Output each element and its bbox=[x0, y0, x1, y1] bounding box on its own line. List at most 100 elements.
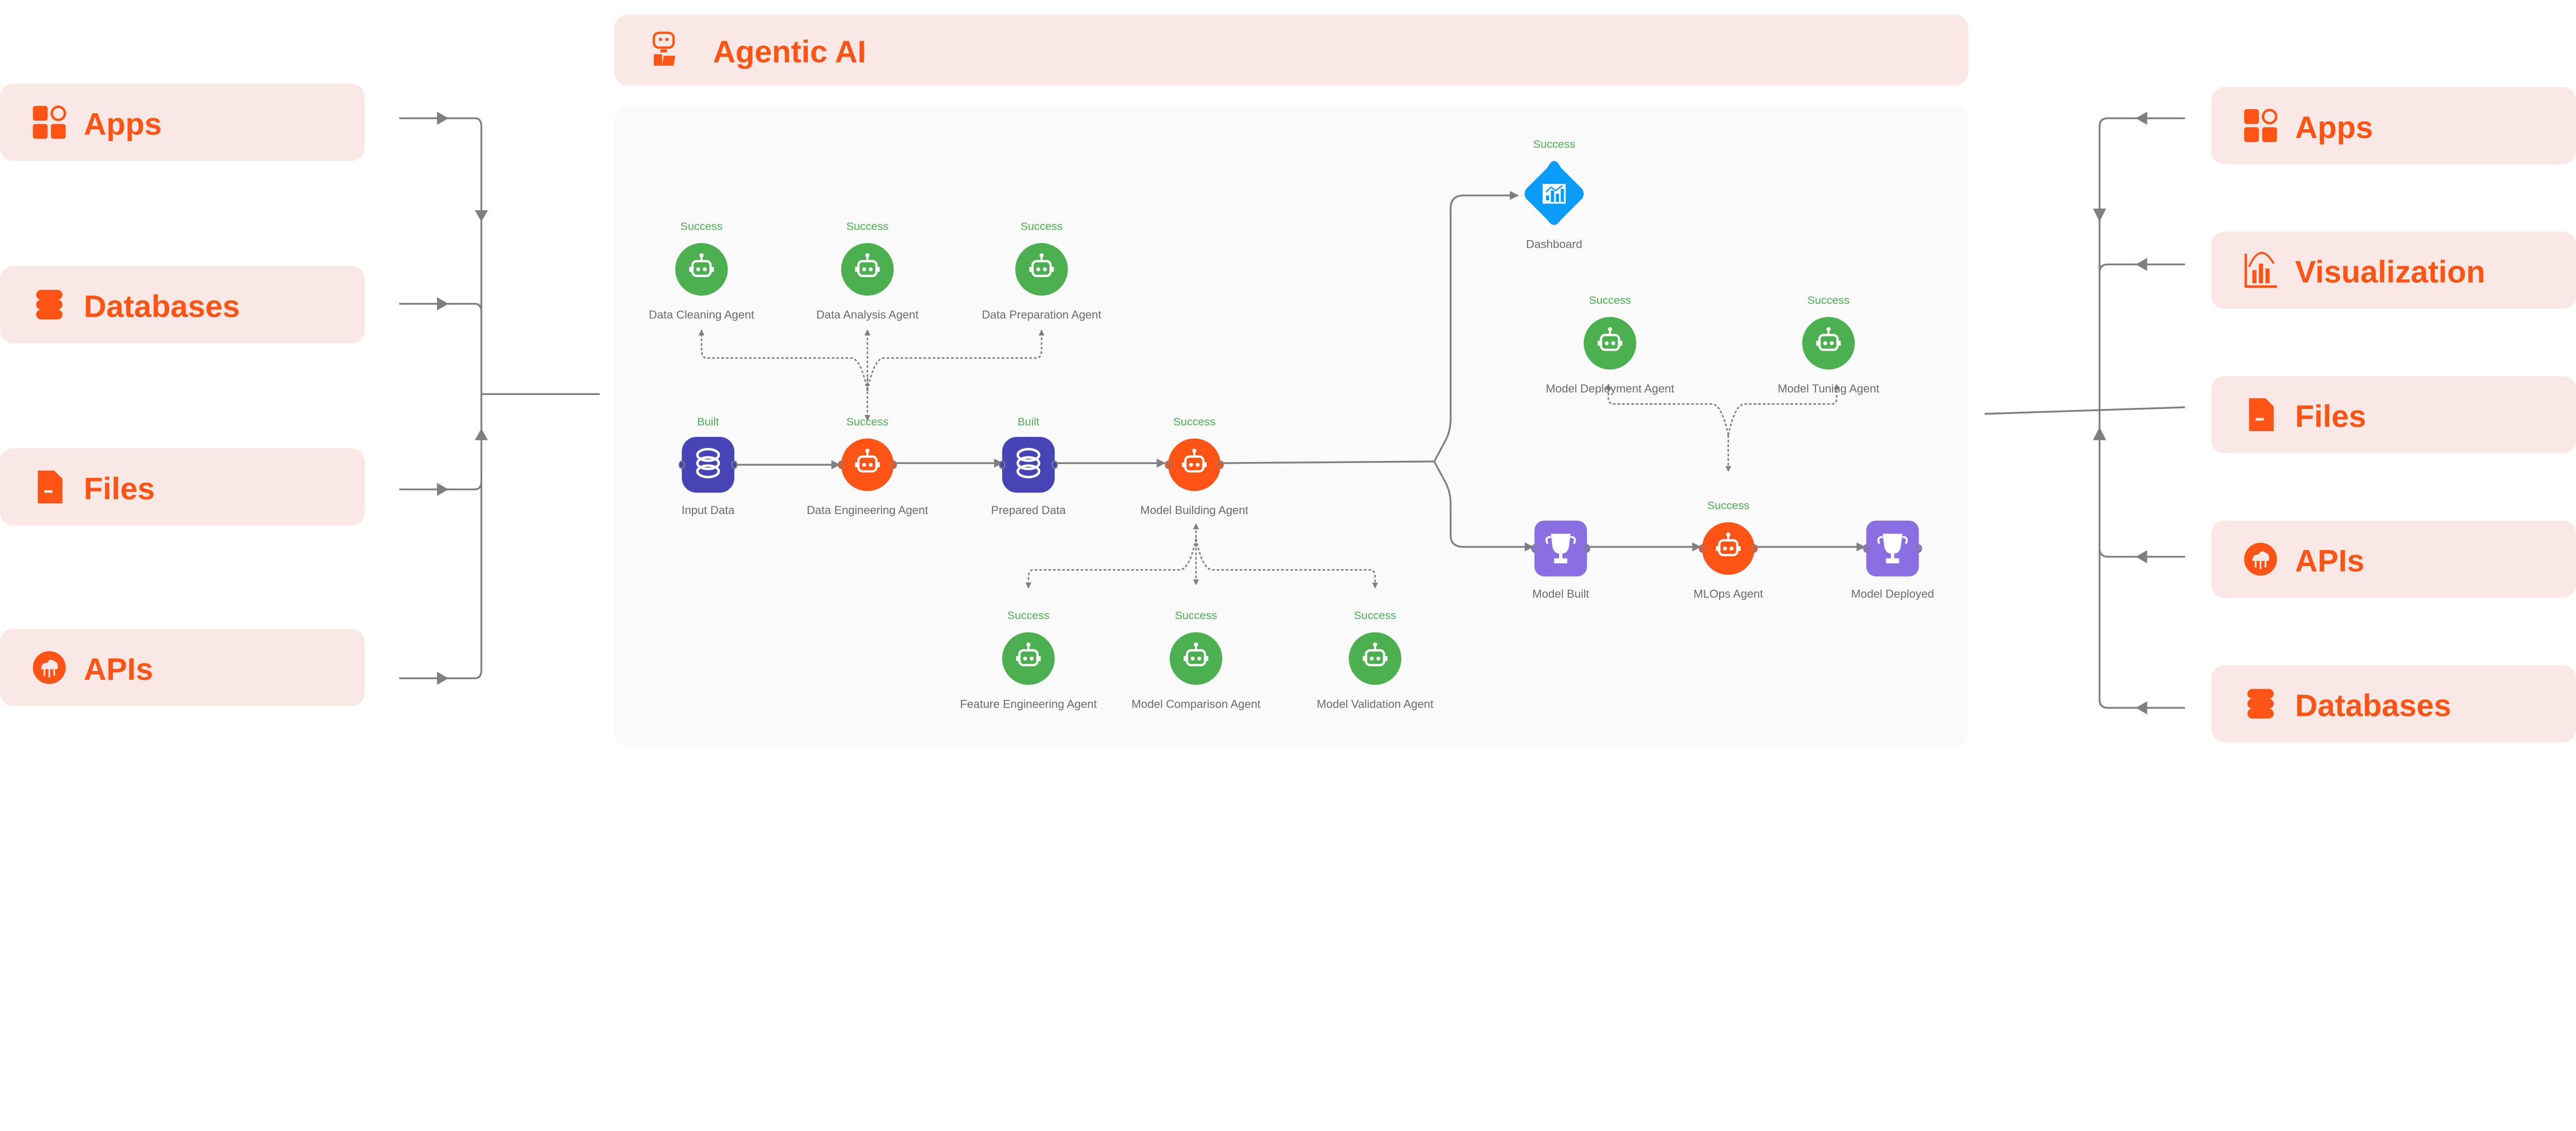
connection-port[interactable] bbox=[731, 460, 738, 469]
node-status: Built bbox=[697, 415, 719, 428]
robot-icon bbox=[1183, 642, 1209, 666]
right-box-files[interactable]: Files bbox=[2211, 376, 2576, 454]
box-label: APIs bbox=[84, 652, 154, 687]
node-status: Success bbox=[1589, 294, 1631, 306]
robot-icon bbox=[689, 253, 714, 277]
node-status: Success bbox=[1707, 499, 1750, 512]
box-label: Visualization bbox=[2295, 254, 2485, 289]
connection-port[interactable] bbox=[890, 460, 897, 469]
node-status: Success bbox=[1021, 219, 1063, 232]
connection-port[interactable] bbox=[1863, 544, 1870, 553]
node-label: Prepared Data bbox=[991, 504, 1066, 517]
connection-port[interactable] bbox=[1217, 460, 1224, 469]
node-status: Built bbox=[1018, 415, 1039, 428]
database-icon bbox=[2247, 689, 2274, 719]
left-box-apis[interactable]: APIs bbox=[0, 629, 365, 707]
node-status: Success bbox=[1807, 294, 1850, 306]
node-label: Data Engineering Agent bbox=[807, 504, 928, 517]
connection-port[interactable] bbox=[838, 460, 844, 469]
header-banner: Agentic AI bbox=[614, 14, 1969, 85]
node-status: Success bbox=[1173, 415, 1215, 428]
database-icon bbox=[696, 448, 720, 478]
box-label: Databases bbox=[84, 288, 240, 323]
robot-icon bbox=[1716, 532, 1741, 557]
node-label: Dashboard bbox=[1526, 238, 1582, 251]
trophy-icon bbox=[1545, 534, 1576, 563]
node-label: Model Built bbox=[1532, 588, 1589, 601]
node-status: Success bbox=[846, 415, 889, 428]
node-label: Model Deployment Agent bbox=[1546, 382, 1674, 395]
trophy-icon bbox=[1877, 534, 1908, 563]
apps-icon bbox=[2244, 109, 2278, 142]
box-label: Databases bbox=[2295, 688, 2451, 723]
header-title: Agentic AI bbox=[713, 34, 866, 69]
dashboard-icon bbox=[1543, 184, 1566, 204]
workflow-panel bbox=[614, 105, 1969, 747]
node-label: Model Comparison Agent bbox=[1131, 697, 1261, 710]
left-box-apps[interactable]: Apps bbox=[0, 83, 365, 161]
connection-port[interactable] bbox=[998, 460, 1006, 469]
node-status: Success bbox=[1007, 609, 1049, 622]
right-box-databases[interactable]: Databases bbox=[2211, 665, 2576, 743]
node-model-deployed[interactable]: Model Deployed bbox=[1851, 520, 1934, 601]
file-icon bbox=[38, 470, 63, 504]
database-icon bbox=[1016, 448, 1041, 478]
left-connectors bbox=[399, 111, 600, 685]
box-label: APIs bbox=[2295, 543, 2365, 578]
robot-laptop-icon bbox=[652, 31, 675, 66]
connection-port[interactable] bbox=[1531, 544, 1538, 553]
node-label: Feature Engineering Agent bbox=[960, 697, 1097, 710]
node-label: Data Preparation Agent bbox=[982, 309, 1102, 321]
right-box-apps[interactable]: Apps bbox=[2211, 87, 2576, 164]
node-status: Success bbox=[681, 219, 723, 232]
right-box-apis[interactable]: APIs bbox=[2211, 520, 2576, 598]
connection-port[interactable] bbox=[679, 460, 685, 469]
robot-icon bbox=[1182, 449, 1207, 473]
node-label: Model Validation Agent bbox=[1317, 697, 1434, 710]
robot-icon bbox=[855, 253, 880, 277]
robot-icon bbox=[1029, 253, 1054, 277]
connection-port[interactable] bbox=[1916, 544, 1922, 553]
node-label: Data Analysis Agent bbox=[816, 309, 919, 321]
left-box-databases[interactable]: Databases bbox=[0, 266, 365, 344]
node-label: MLOps Agent bbox=[1693, 588, 1764, 601]
robot-icon bbox=[1016, 642, 1041, 666]
right-box-visualization[interactable]: Visualization bbox=[2211, 231, 2576, 309]
connection-port[interactable] bbox=[1165, 460, 1172, 469]
robot-icon bbox=[1598, 327, 1622, 351]
connection-port[interactable] bbox=[1051, 460, 1058, 469]
apps-icon bbox=[32, 105, 66, 139]
node-status: Success bbox=[1354, 609, 1396, 622]
node-status: Success bbox=[846, 219, 889, 232]
box-label: Files bbox=[84, 471, 155, 506]
node-status: Success bbox=[1533, 138, 1575, 150]
file-icon bbox=[2249, 398, 2274, 432]
connection-port[interactable] bbox=[1584, 544, 1590, 553]
node-label: Model Tuning Agent bbox=[1777, 382, 1879, 395]
connection-port[interactable] bbox=[1699, 544, 1705, 553]
cloud-api-icon bbox=[2244, 542, 2277, 576]
node-model-built[interactable]: Model Built bbox=[1531, 520, 1590, 601]
cloud-api-icon bbox=[32, 651, 66, 684]
left-box-files[interactable]: Files bbox=[0, 448, 365, 526]
node-label: Model Building Agent bbox=[1140, 504, 1248, 517]
connection-port[interactable] bbox=[1751, 544, 1758, 553]
